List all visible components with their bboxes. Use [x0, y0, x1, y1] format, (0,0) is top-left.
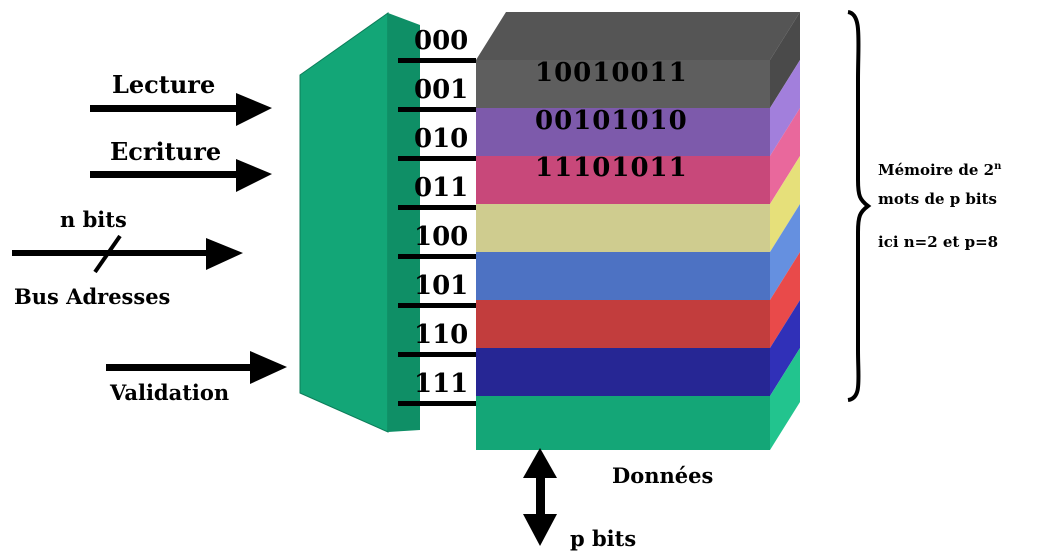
data-bus-label: Données — [612, 463, 714, 488]
decoder-edge — [388, 13, 420, 432]
memory-word-000: 10010011 — [535, 58, 688, 88]
memory-description-line2: mots de p bits — [878, 190, 997, 208]
memory-description-exponent: n — [994, 161, 1002, 172]
memory-top-face — [476, 12, 800, 60]
address-line-110 — [398, 352, 476, 357]
address-line-100 — [398, 254, 476, 259]
memory-row-111 — [476, 396, 770, 450]
address-line-010 — [398, 156, 476, 161]
address-label-010: 010 — [414, 124, 469, 154]
memory-row-110 — [476, 348, 770, 396]
memory-word-010: 11101011 — [535, 153, 688, 183]
write-arrow — [90, 159, 272, 192]
enable-label: Validation — [110, 380, 230, 405]
memory-row-side-100 — [770, 204, 800, 300]
write-label: Ecriture — [110, 137, 222, 166]
memory-row-side-011 — [770, 156, 800, 252]
n-bits-label: n bits — [60, 207, 127, 232]
memory-row-010 — [476, 156, 770, 204]
enable-arrow — [106, 351, 287, 384]
memory-description-line1: Mémoire de 2n — [878, 158, 1001, 179]
address-bus-arrow — [12, 234, 243, 274]
data-bus-width-label: p bits — [570, 526, 637, 551]
memory-row-side-101 — [770, 252, 800, 348]
memory-row-side-010 — [770, 108, 800, 204]
memory-row-side-110 — [770, 300, 800, 396]
decoder-front — [299, 12, 389, 433]
data-bus-arrow — [523, 448, 557, 546]
memory-row-100 — [476, 252, 770, 300]
memory-row-side-000 — [770, 12, 800, 108]
right-brace — [847, 10, 872, 402]
address-line-101 — [398, 303, 476, 308]
address-line-011 — [398, 205, 476, 210]
memory-description-line3: ici n=2 et p=8 — [878, 233, 999, 251]
memory-row-011 — [476, 204, 770, 252]
address-label-001: 001 — [414, 75, 469, 105]
address-line-111 — [398, 401, 476, 406]
memory-row-001 — [476, 108, 770, 156]
memory-row-side-001 — [770, 60, 800, 156]
address-label-111: 111 — [414, 369, 469, 399]
address-bus-label: Bus Adresses — [14, 284, 171, 309]
address-label-011: 011 — [414, 173, 469, 203]
address-line-000 — [398, 58, 476, 63]
memory-description-prefix: Mémoire de 2 — [878, 161, 995, 179]
address-lines — [398, 58, 476, 406]
memory-stack — [476, 12, 800, 450]
address-line-001 — [398, 107, 476, 112]
memory-row-side-111 — [770, 348, 800, 450]
read-arrow — [90, 93, 272, 126]
address-label-101: 101 — [414, 271, 469, 301]
read-label: Lecture — [112, 70, 216, 99]
address-label-000: 000 — [414, 26, 469, 56]
memory-row-000 — [476, 60, 770, 108]
address-label-100: 100 — [414, 222, 469, 252]
memory-row-101 — [476, 300, 770, 348]
memory-word-001: 00101010 — [535, 106, 688, 136]
address-label-110: 110 — [414, 320, 469, 350]
